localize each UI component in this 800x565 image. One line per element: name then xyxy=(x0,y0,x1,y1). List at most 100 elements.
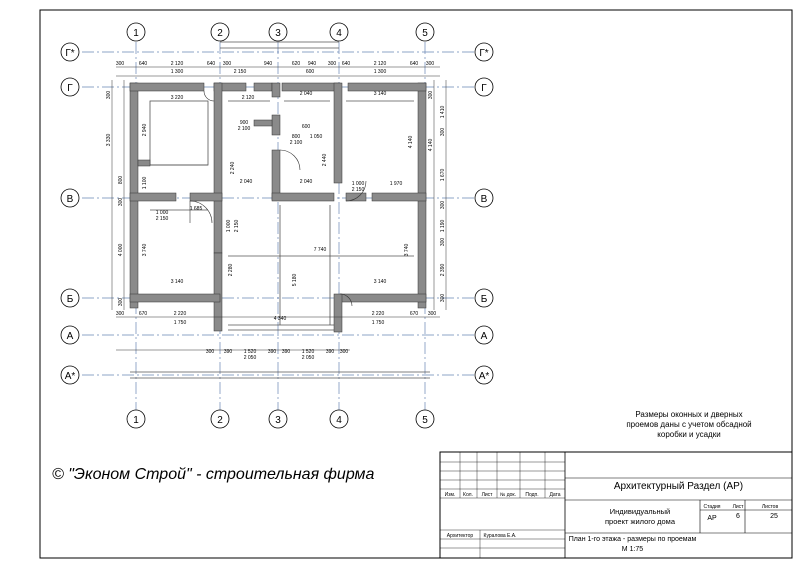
tb-sheet-no: 6 xyxy=(736,513,740,520)
dim-astar-sub: 2 050 xyxy=(244,355,257,361)
axis-label-row-gstar-right: Г* xyxy=(479,48,488,59)
dim-astar: 1 520 xyxy=(244,349,257,355)
dim-astar: 1 520 xyxy=(302,349,315,355)
axis-label-row-astar-right: А* xyxy=(479,371,490,382)
project-title: Индивидуальный проект жилого дома xyxy=(605,507,675,526)
dim-interior: 2 040 xyxy=(240,179,253,185)
axis-label-row-b-left: Б xyxy=(67,294,74,305)
tb-header-list: Лист xyxy=(482,492,494,498)
dim-interior: 3 140 xyxy=(374,91,387,97)
dim-top-sub: 1 300 xyxy=(374,69,387,75)
axis-label-col-3-top: 3 xyxy=(275,28,281,39)
dim-left: 300 xyxy=(118,198,124,207)
axis-label-col-4-top: 4 xyxy=(336,28,342,39)
dim-interior: 1 685 xyxy=(190,206,203,212)
dim-opening: 1 000 xyxy=(156,210,169,216)
tb-header-date: Дата xyxy=(549,492,560,498)
dim-top: 2 120 xyxy=(374,61,387,67)
axis-bubble-col-1-top xyxy=(126,22,146,42)
dim-interior: 2 440 xyxy=(322,154,328,167)
dim-top: 300 xyxy=(328,61,337,67)
dim-left: 300 xyxy=(118,298,124,307)
dim-astar: 390 xyxy=(224,349,233,355)
axis-label-row-gstar-left: Г* xyxy=(65,48,74,59)
dim-astar: 390 xyxy=(326,349,335,355)
dim-top: 620 xyxy=(292,61,301,67)
axis-bubble-row-b-right xyxy=(474,288,494,308)
dim-opening: 2 150 xyxy=(352,187,365,193)
dim-right: 300 xyxy=(440,201,446,210)
tb-header-sign: Подп. xyxy=(525,492,538,498)
dim-opening: 800 xyxy=(292,134,301,140)
tb-header-izm: Изм. xyxy=(445,492,456,498)
tb-stage: АР xyxy=(707,515,717,522)
walls xyxy=(129,82,427,333)
dim-interior: 3 740 xyxy=(404,244,410,257)
dim-opening: 1 050 xyxy=(310,134,323,140)
dim-top: 300 xyxy=(223,61,232,67)
tb-col-sheet: Лист xyxy=(733,504,745,510)
axis-bubble-row-g-right xyxy=(474,77,494,97)
dim-interior: 3 140 xyxy=(374,279,387,285)
dim-astar: 390 xyxy=(268,349,277,355)
axis-bubble-col-5-bottom xyxy=(415,409,435,429)
axis-bubble-row-gstar-left xyxy=(60,42,80,62)
dim-interior: 4 140 xyxy=(408,136,414,149)
axis-bubble-row-v-left xyxy=(60,188,80,208)
tb-person: Куралова Е.А. xyxy=(484,533,517,539)
dimension-lines xyxy=(111,66,447,351)
dim-bottom-sub: 1 750 xyxy=(372,320,385,326)
door-swings xyxy=(189,90,367,307)
section-title: Архитектурный Раздел (АР) xyxy=(613,481,744,492)
dim-bottom: 300 xyxy=(116,311,125,317)
company-copyright: © "Эконом Строй" - строительная фирма xyxy=(52,466,375,483)
dim-astar: 390 xyxy=(282,349,291,355)
axis-label-col-1-bottom: 1 xyxy=(133,415,139,426)
dim-interior: 2 040 xyxy=(300,179,313,185)
dim-bottom: 670 xyxy=(139,311,148,317)
dim-interior: 5 180 xyxy=(292,274,298,287)
axis-bubble-col-3-bottom xyxy=(268,409,288,429)
dim-interior: 2 120 xyxy=(242,95,255,101)
dim-top: 300 xyxy=(426,61,435,67)
axis-bubble-col-4-top xyxy=(329,22,349,42)
dim-interior: 2 240 xyxy=(230,162,236,175)
tb-col-sheets: Листов xyxy=(762,504,779,510)
dim-top: 640 xyxy=(139,61,148,67)
dim-opening: 1 000 xyxy=(226,220,232,233)
tb-header-doc: № док. xyxy=(500,492,516,498)
dim-top: 640 xyxy=(342,61,351,67)
axis-label-row-a-right: А xyxy=(481,331,488,342)
axis-label-row-a-left: А xyxy=(67,331,74,342)
dim-right: 300 xyxy=(440,294,446,303)
dim-bottom: 670 xyxy=(410,311,419,317)
dim-astar-sub: 2 050 xyxy=(302,355,315,361)
axis-bubbles xyxy=(60,22,494,429)
axis-bubble-col-4-bottom xyxy=(329,409,349,429)
dim-left: 4 000 xyxy=(118,244,124,257)
dim-top-sub: 2 150 xyxy=(234,69,247,75)
axis-label-col-5-top: 5 xyxy=(422,28,428,39)
dim-top: 640 xyxy=(410,61,419,67)
dim-bottom: 2 220 xyxy=(174,311,187,317)
dim-opening: 2 100 xyxy=(238,126,251,132)
axis-label-col-3-bottom: 3 xyxy=(275,415,281,426)
dim-top-sub: 600 xyxy=(306,69,315,75)
axis-bubble-row-astar-right xyxy=(474,365,494,385)
dim-interior: 2 940 xyxy=(142,124,148,137)
dim-interior: 3 140 xyxy=(171,279,184,285)
dim-right: 4 140 xyxy=(428,139,434,152)
dim-top-sub: 1 300 xyxy=(171,69,184,75)
dim-top: 300 xyxy=(116,61,125,67)
tb-sheets-total: 25 xyxy=(770,513,778,520)
dim-top: 940 xyxy=(264,61,273,67)
dim-right: 300 xyxy=(440,238,446,247)
dim-right: 1 190 xyxy=(440,220,446,233)
axis-bubble-row-g-left xyxy=(60,77,80,97)
dim-opening: 600 xyxy=(302,124,311,130)
dim-interior: 3 740 xyxy=(142,244,148,257)
dim-right: 2 390 xyxy=(440,264,446,277)
axis-bubble-row-b-left xyxy=(60,288,80,308)
axis-bubble-col-2-top xyxy=(210,22,230,42)
